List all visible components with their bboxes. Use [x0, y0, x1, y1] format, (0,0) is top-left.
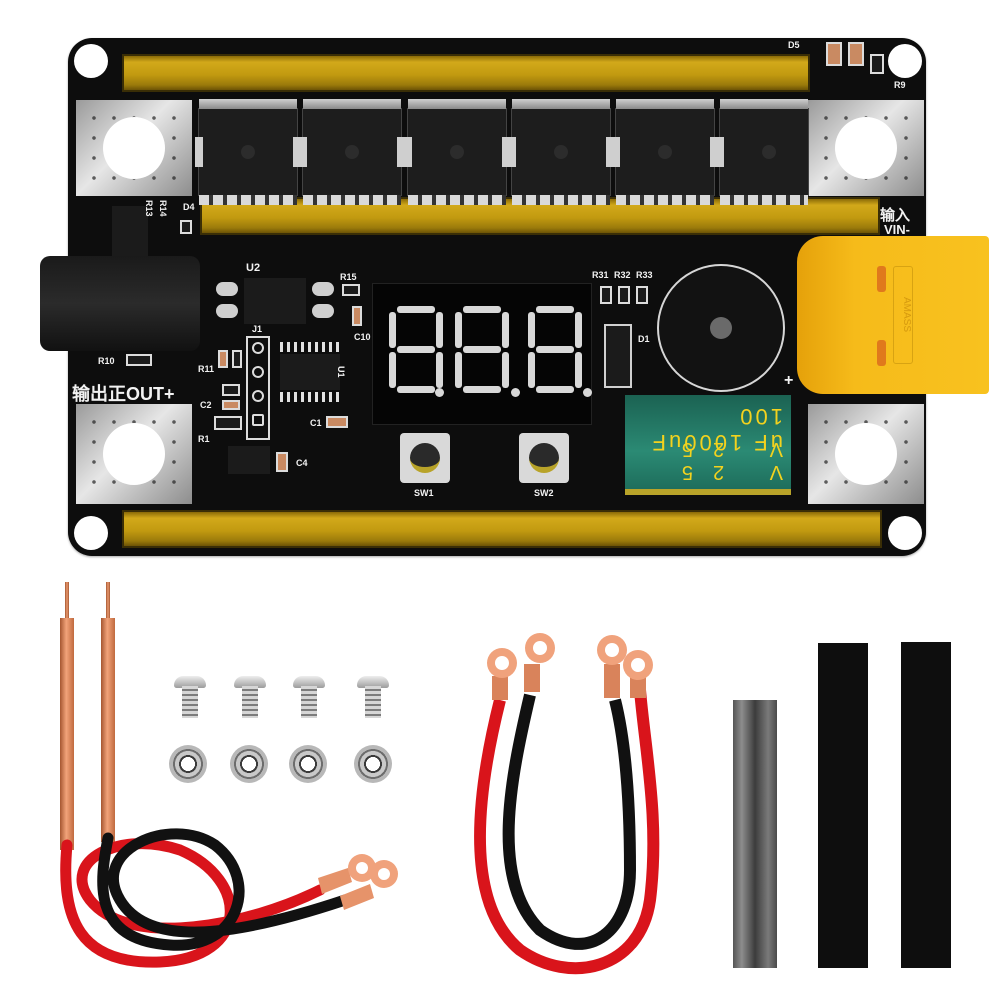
- dc-power-jack[interactable]: [40, 256, 200, 351]
- screw: [234, 676, 266, 720]
- mounting-hole-top-right: [888, 44, 922, 78]
- mounting-hole-bottom-left: [74, 516, 108, 550]
- welding-pen-tip: [106, 582, 110, 622]
- label-r1: R1: [198, 434, 210, 444]
- button-sw2[interactable]: [519, 433, 569, 483]
- hex-nut: [289, 745, 327, 783]
- nickel-strip: [733, 700, 777, 968]
- resistor-r15: [342, 284, 360, 296]
- decimal-point: [511, 388, 520, 397]
- smd-transistor: [222, 384, 240, 396]
- diode-d1: [604, 324, 632, 388]
- heat-shrink-tube: [818, 643, 868, 968]
- label-plus-marker: +: [784, 372, 794, 389]
- hex-nut: [354, 745, 392, 783]
- label-output-positive: 输出正OUT+: [72, 384, 175, 404]
- voltage-regulator-u2: [244, 278, 306, 324]
- label-r32: R32: [614, 270, 631, 280]
- label-c2: C2: [200, 400, 212, 410]
- display-digit-1: [389, 306, 443, 394]
- mosfet-3: [404, 99, 510, 205]
- xt60-brand-text: AMASS: [893, 266, 913, 364]
- decimal-point: [583, 388, 592, 397]
- resistor-r10: [126, 354, 152, 366]
- capacitor-c4: [276, 452, 288, 472]
- label-d1: D1: [638, 334, 650, 344]
- hex-nut: [230, 745, 268, 783]
- hex-nut: [169, 745, 207, 783]
- output-terminal-pad-negative[interactable]: [76, 100, 192, 196]
- input-terminal-pad-negative[interactable]: [808, 100, 924, 196]
- display-digit-2: [455, 306, 509, 394]
- mosfet-6: [716, 99, 809, 205]
- label-r10: R10: [98, 356, 115, 366]
- screw: [174, 676, 206, 720]
- capacitor-c10: [352, 306, 362, 326]
- solder-pad: [216, 304, 238, 318]
- copper-busbar-top: [122, 54, 810, 92]
- copper-busbar-bottom: [122, 510, 882, 548]
- decimal-point: [435, 388, 444, 397]
- label-r31: R31: [592, 270, 609, 280]
- mosfet-1: [195, 99, 301, 205]
- resistor-r32: [618, 286, 630, 304]
- label-sw2: SW2: [534, 488, 554, 498]
- resistor-r33: [636, 286, 648, 304]
- label-r33: R33: [636, 270, 653, 280]
- label-input-negative: VIN-: [884, 222, 910, 234]
- label-r15: R15: [340, 272, 357, 282]
- mosfet-4: [508, 99, 614, 205]
- welding-pen-tip: [65, 582, 69, 622]
- solder-pad: [312, 282, 334, 296]
- welding-pen-copper-rod: [101, 618, 115, 842]
- smd-resistor: [870, 54, 884, 74]
- label-c4: C4: [296, 458, 308, 468]
- resistor-r1: [214, 416, 242, 430]
- label-sw1: SW1: [414, 488, 434, 498]
- smd-resistor: [218, 350, 228, 368]
- label-d5: D5: [788, 40, 800, 50]
- label-r11: R11: [198, 364, 215, 374]
- mounting-hole-top-left: [74, 44, 108, 78]
- microcontroller-u1: [280, 342, 340, 402]
- heat-shrink-tube: [901, 642, 951, 968]
- capacitor-c1: [326, 416, 348, 428]
- label-j1: J1: [252, 324, 263, 334]
- label-c10: C10: [354, 332, 371, 342]
- welding-pen-copper-rod: [60, 618, 74, 850]
- mounting-hole-bottom-right: [888, 516, 922, 550]
- label-d4: D4: [183, 202, 195, 212]
- input-terminal-pad-positive[interactable]: [808, 404, 924, 504]
- transistor-q: [112, 206, 148, 256]
- output-terminal-pad-positive[interactable]: [76, 404, 192, 504]
- label-c1: C1: [310, 418, 322, 428]
- display-digit-3: [528, 306, 582, 394]
- screw: [357, 676, 389, 720]
- screw: [293, 676, 325, 720]
- transistor-sot: [228, 446, 270, 474]
- capacitor-c2: [222, 400, 240, 410]
- smd-capacitor: [826, 42, 842, 66]
- diode-d4: [180, 220, 192, 234]
- smd-capacitor: [848, 42, 864, 66]
- label-input: 输入: [880, 207, 911, 224]
- smd-resistor: [232, 350, 242, 368]
- seven-segment-display: [372, 283, 592, 425]
- xt60-input-connector[interactable]: AMASS: [797, 236, 989, 394]
- mosfet-5: [612, 99, 718, 205]
- label-u2: U2: [246, 262, 261, 274]
- programming-header-j1[interactable]: [246, 336, 270, 440]
- button-sw1[interactable]: [400, 433, 450, 483]
- solder-pad: [312, 304, 334, 318]
- mosfet-2: [299, 99, 405, 205]
- label-r9: R9: [894, 80, 906, 90]
- buzzer: [657, 264, 785, 392]
- resistor-r31: [600, 286, 612, 304]
- solder-pad: [216, 282, 238, 296]
